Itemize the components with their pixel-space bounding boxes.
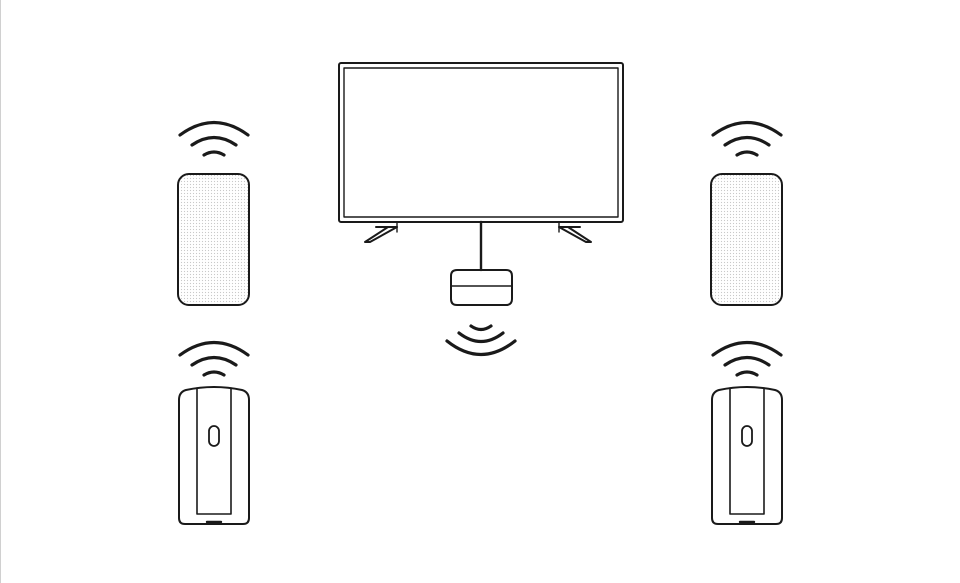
rear-left-speaker-icon: [178, 386, 250, 525]
rear-left-speaker-button: [208, 425, 220, 447]
tv-screen: [343, 67, 619, 218]
front-left-speaker-icon: [177, 173, 250, 306]
tv-icon: [338, 62, 624, 272]
left-edge-divider: [0, 0, 1, 583]
rear-right-wifi-signal-icon: [711, 341, 783, 377]
box-body: [450, 269, 513, 306]
tv-left-foot: [364, 226, 398, 243]
rear-left-speaker-body: [178, 386, 250, 525]
front-right-speaker-icon: [710, 173, 783, 306]
rear-left-wifi-signal-icon: [178, 341, 250, 377]
tv-outer-frame: [338, 62, 624, 223]
rear-right-speaker-icon: [711, 386, 783, 525]
rear-right-speaker-body: [711, 386, 783, 525]
front-right-wifi-signal-icon: [711, 121, 783, 157]
box-wifi-signal-icon: [445, 324, 517, 356]
rear-left-speaker-panel: [196, 387, 232, 515]
rear-right-speaker-panel: [729, 387, 765, 515]
box-icon: [450, 269, 513, 306]
tv-right-foot: [558, 226, 592, 243]
rear-right-speaker-button: [741, 425, 753, 447]
front-left-wifi-signal-icon: [178, 121, 250, 157]
front-right-speaker-body: [710, 173, 783, 306]
front-left-speaker-body: [177, 173, 250, 306]
